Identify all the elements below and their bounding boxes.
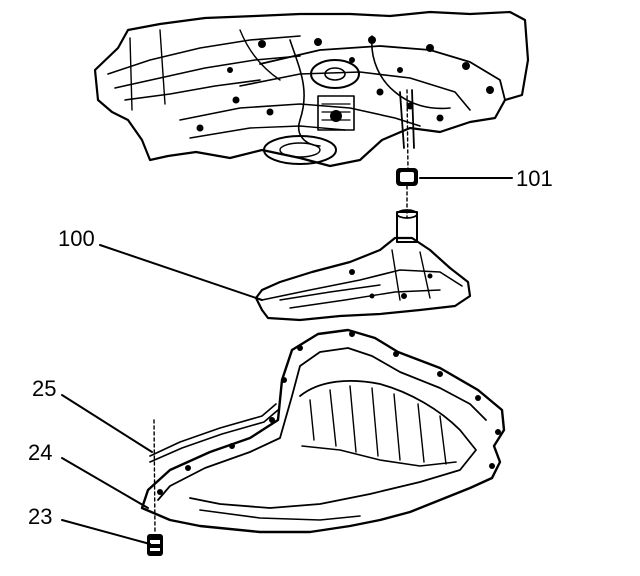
callout-23: 23	[28, 504, 52, 529]
callout-100: 100	[58, 226, 95, 251]
pan-bolt	[147, 419, 163, 556]
callout-101: 101	[516, 166, 553, 191]
transmission-case	[93, 10, 530, 168]
leader-25	[61, 394, 153, 453]
leader-100	[99, 244, 263, 301]
callout-25: 25	[32, 376, 56, 401]
transmission-filter	[254, 209, 472, 322]
callout-24: 24	[28, 440, 52, 465]
callout-leaders	[61, 177, 513, 545]
filter-seal	[396, 89, 418, 219]
leader-24	[61, 457, 149, 509]
leader-23	[61, 519, 151, 545]
pan-gasket	[149, 403, 279, 463]
oil-pan	[140, 328, 506, 534]
